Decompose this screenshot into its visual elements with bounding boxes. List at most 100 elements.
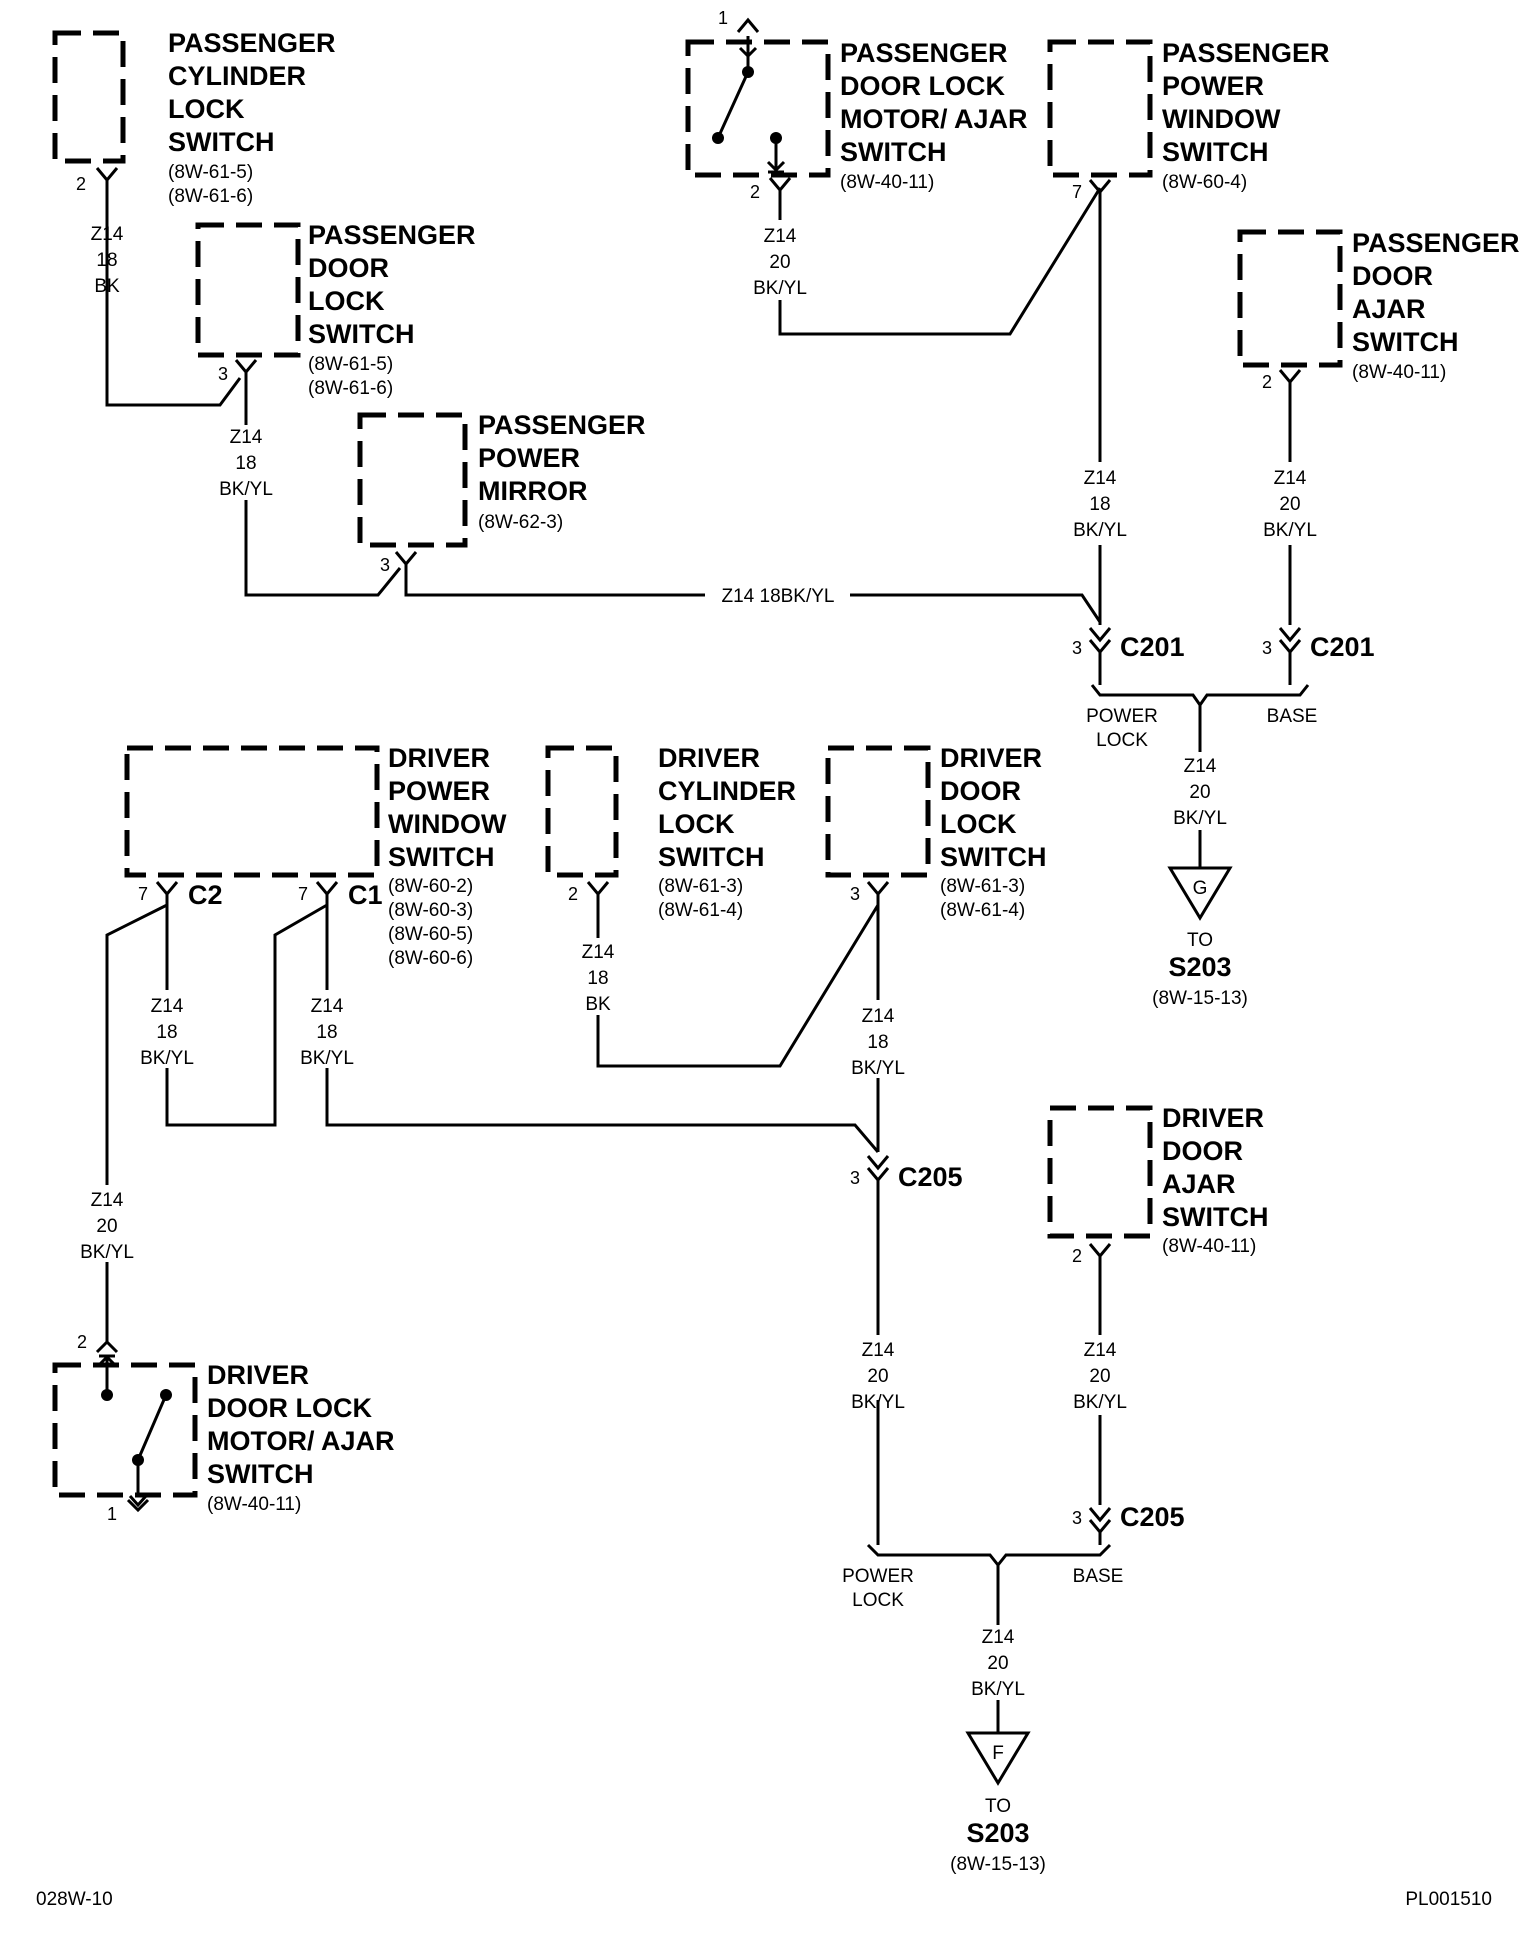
component-box bbox=[545, 745, 619, 878]
wire-color: BK/YL bbox=[1173, 808, 1227, 829]
wire-w6: Z14 20 BK/YL bbox=[1173, 756, 1227, 868]
pin-number: 3 bbox=[1262, 638, 1272, 658]
splice-top: POWER LOCK BASE bbox=[1086, 684, 1317, 752]
wire-color: BK/YL bbox=[851, 1058, 905, 1079]
connector-c201-power-lock: 3 C201 bbox=[1072, 627, 1185, 685]
title-line: SWITCH bbox=[940, 842, 1046, 872]
wire-code: Z14 bbox=[91, 1190, 124, 1211]
pin-number: 7 bbox=[1072, 182, 1082, 202]
wire-gauge: 20 bbox=[987, 1653, 1008, 1674]
wire-code: Z14 bbox=[230, 427, 263, 448]
ref-label: (8W-61-4) bbox=[940, 900, 1025, 921]
wire-color: BK/YL bbox=[80, 1242, 134, 1263]
passenger-power-window-switch: PASSENGER POWER WINDOW SWITCH (8W-60-4) … bbox=[1047, 38, 1330, 202]
title-line: LOCK bbox=[940, 809, 1017, 839]
splice-label: BASE bbox=[1073, 1566, 1124, 1587]
title-line: DRIVER bbox=[207, 1360, 309, 1390]
component-box bbox=[1047, 1105, 1153, 1239]
switch-contact-icon bbox=[712, 36, 786, 174]
wire-color: BK bbox=[94, 276, 120, 297]
title-line: DOOR bbox=[940, 776, 1021, 806]
wire-gauge: 20 bbox=[769, 252, 790, 273]
connector-terminal-icon bbox=[155, 881, 179, 905]
switch-contact-icon bbox=[97, 1354, 172, 1513]
title-line: SWITCH bbox=[1352, 327, 1458, 357]
connector-terminal-icon bbox=[1088, 627, 1112, 685]
ref-label: (8W-61-3) bbox=[658, 876, 743, 897]
ground-target: S203 bbox=[966, 1818, 1029, 1848]
passenger-door-ajar-switch: PASSENGER DOOR AJAR SWITCH (8W-40-11) 2 bbox=[1237, 228, 1520, 392]
connector-terminal-icon bbox=[95, 1339, 119, 1354]
wire-gauge: 18 bbox=[1089, 494, 1110, 515]
component-box bbox=[685, 39, 831, 178]
component-box bbox=[195, 222, 301, 358]
component-box bbox=[357, 412, 468, 548]
wire-gauge: 20 bbox=[1189, 782, 1210, 803]
ref-label: (8W-60-3) bbox=[388, 900, 473, 921]
wire-color: BK/YL bbox=[753, 278, 807, 299]
title-line: MOTOR/ AJAR bbox=[207, 1426, 395, 1456]
ref-label: (8W-60-4) bbox=[1162, 172, 1247, 193]
wire-w9: Z14 18 BK bbox=[582, 904, 880, 1068]
title-line: SWITCH bbox=[207, 1459, 313, 1489]
wire-gauge: 20 bbox=[867, 1366, 888, 1387]
ground-ref: (8W-15-13) bbox=[950, 1854, 1046, 1875]
wire-color: BK/YL bbox=[219, 479, 273, 500]
wire-code: Z14 bbox=[862, 1340, 895, 1361]
connector-terminal-icon bbox=[1278, 627, 1302, 685]
title-line: PASSENGER bbox=[308, 220, 476, 250]
driver-door-lock-motor-ajar-switch: DRIVER DOOR LOCK MOTOR/ AJAR SWITCH (8W-… bbox=[52, 1332, 395, 1524]
passenger-door-lock-motor-ajar-switch: PASSENGER DOOR LOCK MOTOR/ AJAR SWITCH (… bbox=[685, 8, 1028, 205]
title-line: SWITCH bbox=[1162, 137, 1268, 167]
wire-w14: Z14 20 BK/YL bbox=[971, 1627, 1025, 1733]
connector-name: C2 bbox=[188, 880, 223, 910]
ground-ref: (8W-15-13) bbox=[1152, 988, 1248, 1009]
connector-name: C1 bbox=[348, 880, 383, 910]
wire-gauge: 18 bbox=[156, 1022, 177, 1043]
pin-number: 2 bbox=[1072, 1246, 1082, 1266]
connector-name: C201 bbox=[1310, 632, 1375, 662]
splice-label: LOCK bbox=[1096, 730, 1148, 751]
title-line: POWER bbox=[478, 443, 580, 473]
pin-number: 3 bbox=[218, 364, 228, 384]
ref-label: (8W-61-5) bbox=[168, 162, 253, 183]
title-line: MOTOR/ AJAR bbox=[840, 104, 1028, 134]
wire-w8: Z14 18 BK/YL bbox=[300, 905, 880, 1153]
wire-w1: Z14 18 BK bbox=[91, 196, 242, 407]
wire-gauge: 20 bbox=[1089, 1366, 1110, 1387]
wire-code: Z14 bbox=[582, 942, 615, 963]
connector-terminal-icon bbox=[1088, 1507, 1112, 1545]
pin-number: 1 bbox=[718, 8, 728, 28]
wire-code: Z14 bbox=[1274, 468, 1307, 489]
ref-label: (8W-40-11) bbox=[207, 1494, 301, 1515]
title-line: AJAR bbox=[1162, 1169, 1236, 1199]
pin-number: 2 bbox=[1262, 372, 1272, 392]
footer-right: PL001510 bbox=[1405, 1889, 1492, 1910]
title-line: DOOR bbox=[1352, 261, 1433, 291]
wire-gauge: 18 bbox=[587, 968, 608, 989]
title-line: POWER bbox=[1162, 71, 1264, 101]
wire-color: BK bbox=[585, 994, 611, 1015]
title-line: PASSENGER bbox=[840, 38, 1008, 68]
wire-w4: Z14 18 BK/YL bbox=[1073, 200, 1127, 625]
ground-letter: F bbox=[992, 1743, 1004, 1764]
wire-code: Z14 bbox=[1084, 468, 1117, 489]
ground-to: TO bbox=[1187, 930, 1213, 951]
passenger-door-lock-switch: PASSENGER DOOR LOCK SWITCH (8W-61-5) (8W… bbox=[195, 220, 476, 399]
title-line: LOCK bbox=[308, 286, 385, 316]
title-line: WINDOW bbox=[1162, 104, 1281, 134]
title-line: PASSENGER bbox=[1162, 38, 1330, 68]
title-line: CYLINDER bbox=[168, 61, 306, 91]
passenger-cylinder-lock-switch: PASSENGER CYLINDER LOCK SWITCH (8W-61-5)… bbox=[52, 28, 336, 207]
pin-number: 7 bbox=[138, 884, 148, 904]
title-line: SWITCH bbox=[388, 842, 494, 872]
wire-w12: Z14 20 BK/YL bbox=[80, 903, 168, 1342]
ref-label: (8W-61-5) bbox=[308, 354, 393, 375]
ref-label: (8W-60-2) bbox=[388, 876, 473, 897]
connector-name: C201 bbox=[1120, 632, 1185, 662]
connector-terminal-icon bbox=[1278, 369, 1302, 390]
wire-w2: Z14 18 BK/YL bbox=[219, 388, 402, 597]
ground-g: G TO S203 (8W-15-13) bbox=[1152, 866, 1248, 1009]
connector-terminal-icon bbox=[394, 551, 418, 578]
wire-code: Z14 bbox=[764, 226, 797, 247]
